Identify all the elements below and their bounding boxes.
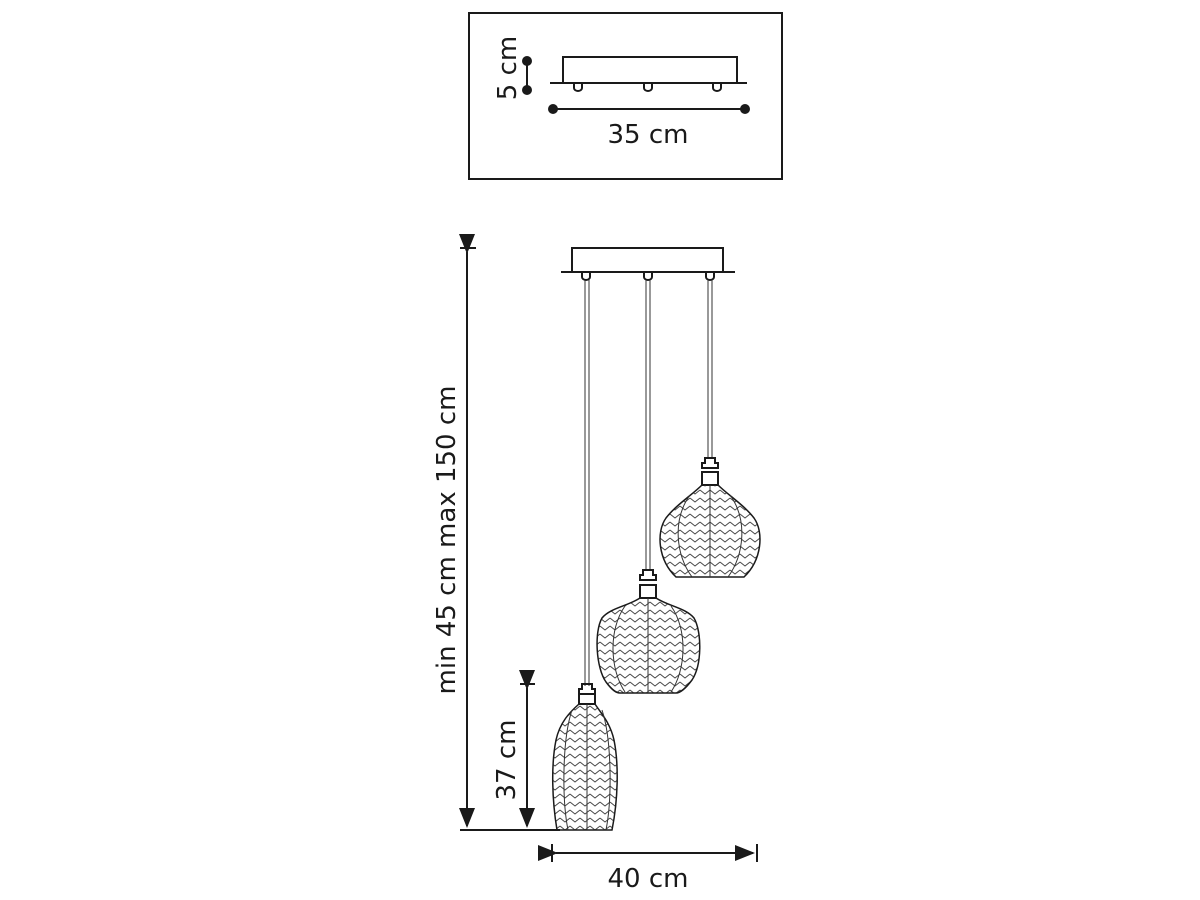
total-width-dimension: 40 cm: [538, 844, 758, 894]
drop-height-label: min 45 cm max 150 cm: [432, 386, 462, 695]
suspension-cords: [584, 280, 713, 686]
inset-frame: [468, 12, 783, 180]
pendant-shade-right: [659, 457, 761, 578]
total-width-label: 40 cm: [608, 864, 689, 894]
pendant-shade-middle: [596, 569, 701, 694]
shade-height-dimension: 37 cm: [492, 670, 535, 828]
canopy-inset: 35 cm 5 cm: [468, 12, 783, 180]
shade-height-label: 37 cm: [492, 720, 522, 801]
pendant-shade-left: [552, 683, 618, 831]
inset-height-label: 5 cm: [493, 36, 523, 100]
inset-mount-points: [573, 83, 722, 92]
inset-width-label: 35 cm: [608, 120, 689, 150]
inset-canopy: [562, 56, 738, 84]
ceiling-canopy: [561, 247, 735, 281]
drop-height-dimension: min 45 cm max 150 cm: [432, 234, 560, 831]
